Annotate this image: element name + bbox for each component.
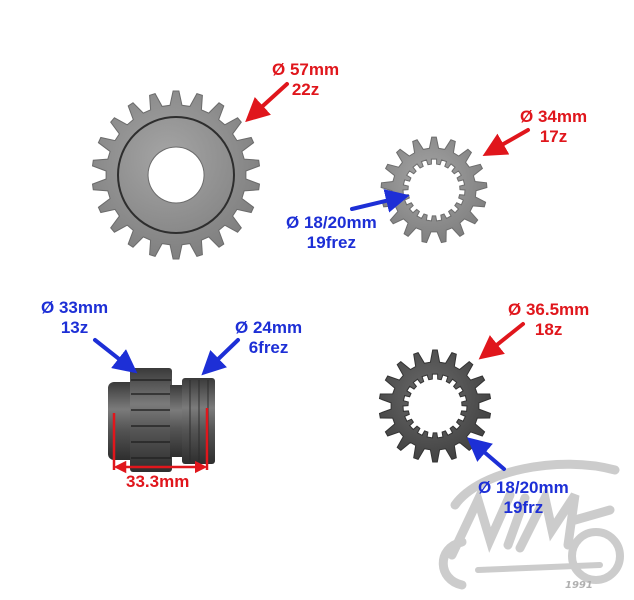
length-dimension	[112, 408, 209, 474]
small-gear-bore: Ø 18/20mm	[286, 213, 377, 232]
bottom-gear-bore: Ø 18/20mm	[478, 478, 569, 497]
bottom-gear-splines: 19frz	[503, 498, 544, 517]
small-gear-bore-label: Ø 18/20mm 19frez	[286, 213, 377, 253]
pinion-diameter: Ø 33mm	[41, 298, 109, 317]
pinion-teeth: 13z	[60, 318, 89, 337]
small-gear-splines: 19frez	[306, 233, 356, 252]
small-gear-diameter: Ø 34mm	[520, 107, 588, 126]
pinion-gear-label: Ø 33mm 13z	[41, 298, 108, 338]
pinion-shaft-gear	[108, 368, 215, 472]
large-gear-diameter: Ø 57mm	[272, 60, 340, 79]
watermark-logo	[438, 459, 624, 590]
gear-bottom-right	[378, 349, 492, 463]
pinion-length-label: 33.3mm	[126, 472, 190, 491]
large-gear-teeth: 22z	[291, 80, 320, 99]
shaft-diameter: Ø 24mm	[235, 318, 303, 337]
bottom-gear-teeth: 18z	[534, 320, 563, 339]
small-gear-teeth: 17z	[539, 127, 568, 146]
small-gear-top	[380, 136, 488, 244]
shaft-splines: 6frez	[248, 338, 289, 357]
bottom-gear-bore-label: Ø 18/20mm 19frz	[478, 478, 569, 518]
watermark-year: 1991	[565, 580, 593, 591]
pinion-shaft-label: Ø 24mm 6frez	[235, 318, 302, 358]
bottom-gear-diameter: Ø 36.5mm	[508, 300, 590, 319]
bottom-gear-label: Ø 36.5mm 18z	[508, 300, 589, 340]
large-gear-label: Ø 57mm 22z	[272, 60, 339, 100]
small-gear-label: Ø 34mm 17z	[520, 107, 587, 147]
large-gear	[91, 90, 261, 260]
annotation-arrows	[93, 82, 530, 471]
